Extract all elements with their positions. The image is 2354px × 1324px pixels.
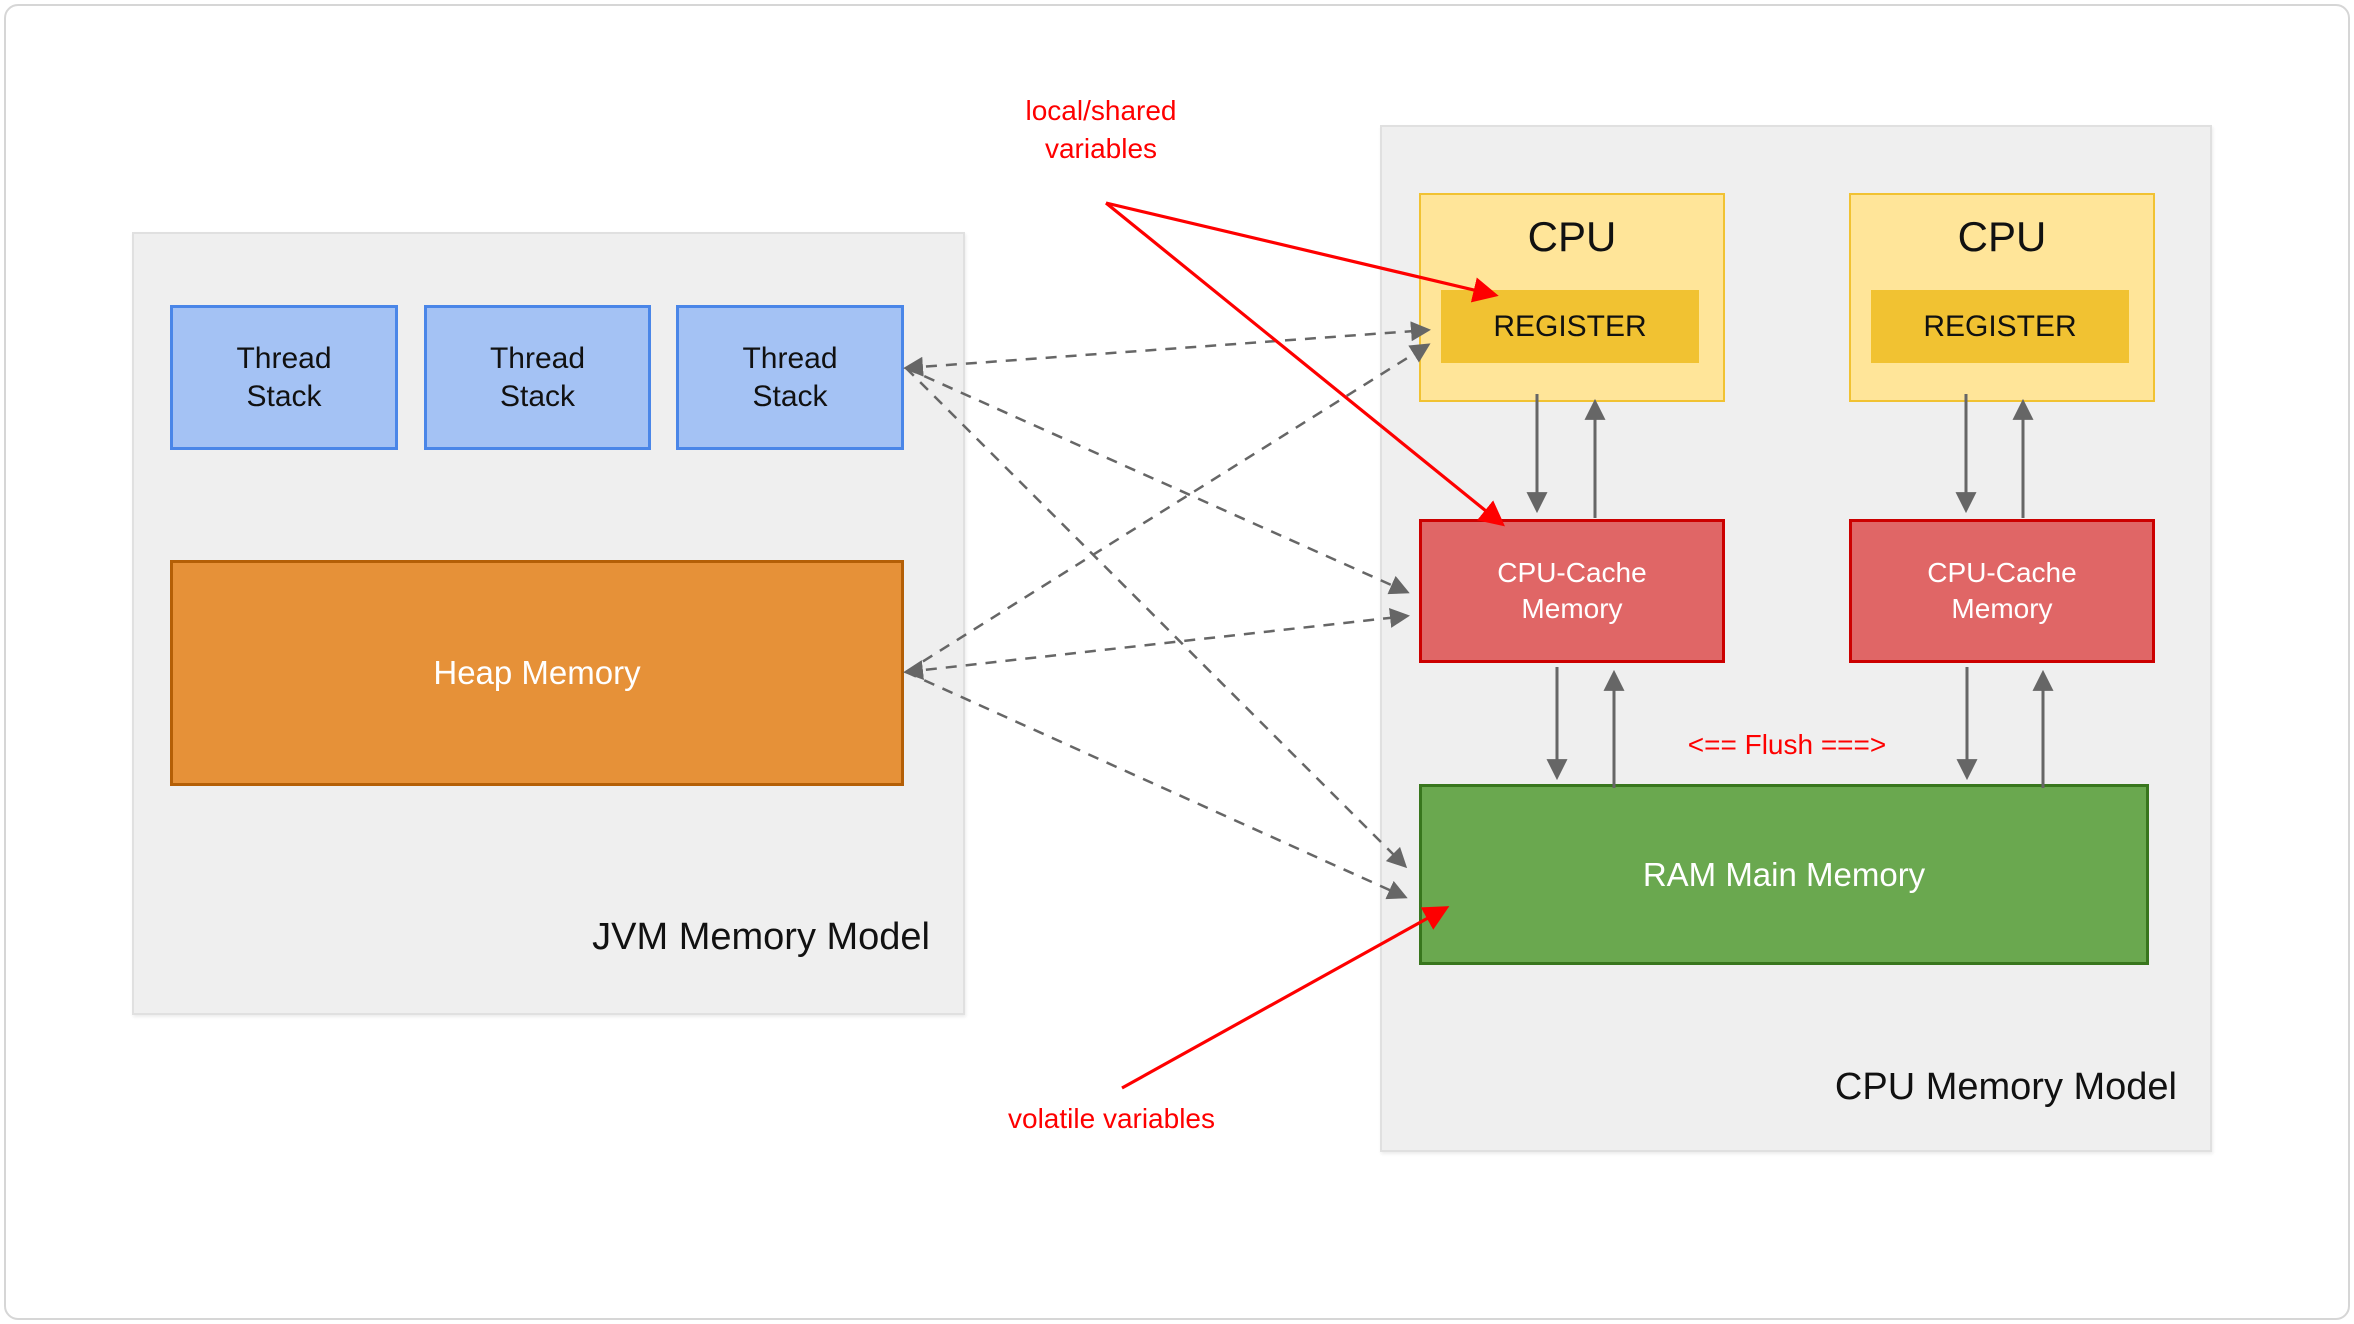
dashed-link-threadstack-cache (905, 366, 1410, 595)
local-shared-variables-annotation: local/shared variables (1025, 95, 1177, 164)
dashed-link-heap-ram (905, 670, 1408, 900)
cpu-panel-title: CPU Memory Model (1834, 1066, 2177, 1108)
dashed-link-heap-cache (903, 607, 1410, 681)
cpu-title-1: CPU (1527, 213, 1617, 260)
thread-stack-box-2: Thread Stack (424, 305, 651, 450)
dashed-link-threadstack-register (903, 321, 1431, 377)
register-box-2: REGISTER (1871, 290, 2129, 363)
cpu-cache-memory-box-1: CPU-Cache Memory (1419, 519, 1725, 663)
cpu-box-1: CPU REGISTER (1419, 193, 1725, 402)
heap-memory-box: Heap Memory (170, 560, 904, 786)
jvm-panel-title: JVM Memory Model (592, 916, 930, 958)
volatile-variables-annotation: volatile variables (1008, 1103, 1215, 1134)
dashed-link-threadstack-ram (905, 367, 1408, 869)
cpu-title-2: CPU (1957, 213, 2047, 260)
dashed-link-heap-register (905, 343, 1431, 674)
ram-main-memory-box: RAM Main Memory (1419, 784, 2149, 965)
thread-stack-box-1: Thread Stack (170, 305, 398, 450)
thread-stack-box-3: Thread Stack (676, 305, 904, 450)
flush-annotation: <== Flush ===> (1687, 729, 1887, 760)
cpu-cache-memory-box-2: CPU-Cache Memory (1849, 519, 2155, 663)
cpu-box-2: CPU REGISTER (1849, 193, 2155, 402)
register-box-1: REGISTER (1441, 290, 1699, 363)
